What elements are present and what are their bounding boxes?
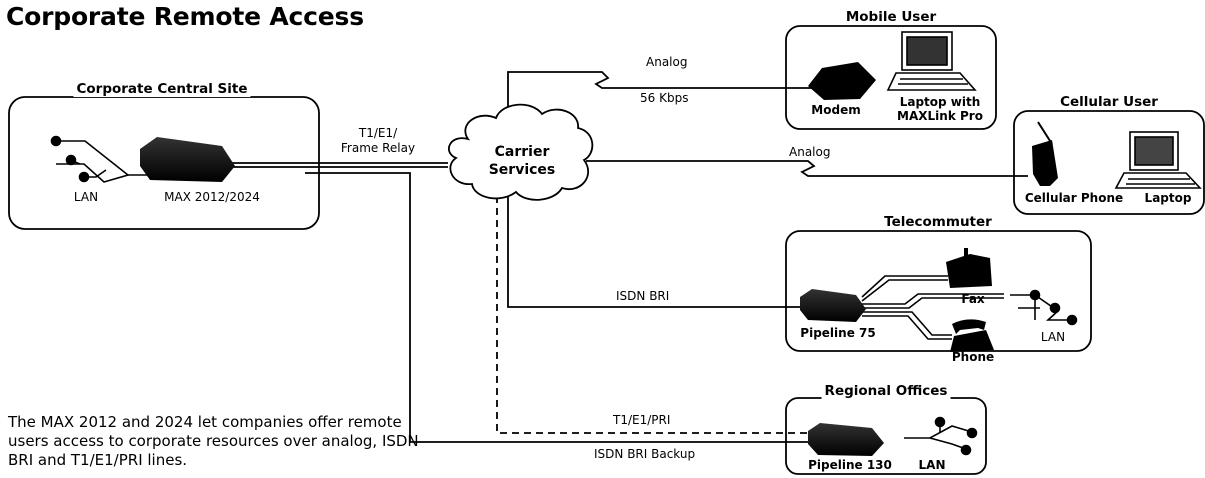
link-isdn-backup (305, 172, 816, 443)
central-lan-icon (50, 135, 148, 183)
carrier-services-label: Carrier Services (489, 143, 556, 179)
central-site-title: Corporate Central Site (73, 81, 251, 97)
analog-cellular-label: Analog (789, 145, 831, 159)
regional-lan-icon (904, 416, 978, 456)
laptop-cellular-label: Laptop (1144, 191, 1192, 205)
carrier-services-cloud (448, 103, 594, 201)
pipeline-130-device (808, 423, 884, 456)
pipeline-75-label: Pipeline 75 (800, 326, 876, 340)
regional-lan-label: LAN (918, 458, 946, 472)
telecommuter-lan-icon (1010, 289, 1078, 326)
laptop-label-line2: MAXLink Pro (897, 109, 983, 123)
link-analog-mobile (507, 71, 820, 137)
mobile-user-box (785, 25, 997, 130)
laptop-label-line1: Laptop with (899, 95, 981, 109)
cellular-user-title: Cellular User (1057, 94, 1161, 110)
link-isdn-bri (507, 196, 812, 308)
modem-label: Modem (811, 103, 861, 117)
telecommuter-lan-label: LAN (1040, 330, 1066, 344)
speed-mobile-label: 56 Kbps (640, 91, 689, 105)
phone-icon (950, 319, 994, 352)
t1-frame-relay-label: T1/E1/ Frame Relay (341, 126, 415, 156)
telecommuter-title: Telecommuter (881, 214, 995, 230)
link-t1-pri (496, 196, 816, 434)
laptop-mobile-icon (886, 31, 977, 91)
cloud-line2: Services (488, 162, 556, 178)
phone-label: Phone (951, 350, 995, 364)
isdn-backup-label: ISDN BRI Backup (594, 447, 696, 461)
regional-offices-title: Regional Offices (821, 383, 951, 399)
cellular-phone-label: Cellular Phone (1024, 191, 1124, 205)
fax-label: Fax (961, 292, 985, 306)
modem-device (808, 62, 876, 100)
isdn-bri-label: ISDN BRI (616, 289, 670, 303)
t1-pri-label: T1/E1/PRI (613, 413, 671, 427)
laptop-mobile-label: Laptop with MAXLink Pro (897, 95, 983, 123)
central-lan-label: LAN (73, 190, 99, 204)
pipeline-75-device (800, 289, 866, 322)
cellular-user-box (1013, 110, 1205, 215)
cellular-phone-icon (1032, 121, 1058, 186)
laptop-cellular-icon (1114, 131, 1202, 189)
max-device-label: MAX 2012/2024 (164, 190, 260, 204)
page-title: Corporate Remote Access (6, 2, 364, 31)
t1-label-line2: Frame Relay (340, 141, 416, 155)
cloud-line1: Carrier (494, 144, 550, 160)
link-analog-cellular (586, 160, 1028, 177)
fax-icon (946, 248, 992, 288)
mobile-user-title: Mobile User (842, 9, 940, 25)
max-2012-2024-device (140, 137, 235, 182)
t1-label-line1: T1/E1/ (358, 126, 398, 140)
telecommuter-box (785, 230, 1092, 352)
caption-text: The MAX 2012 and 2024 let companies offe… (8, 413, 419, 469)
pipeline-130-label: Pipeline 130 (808, 458, 892, 472)
analog-mobile-label: Analog (646, 55, 688, 69)
